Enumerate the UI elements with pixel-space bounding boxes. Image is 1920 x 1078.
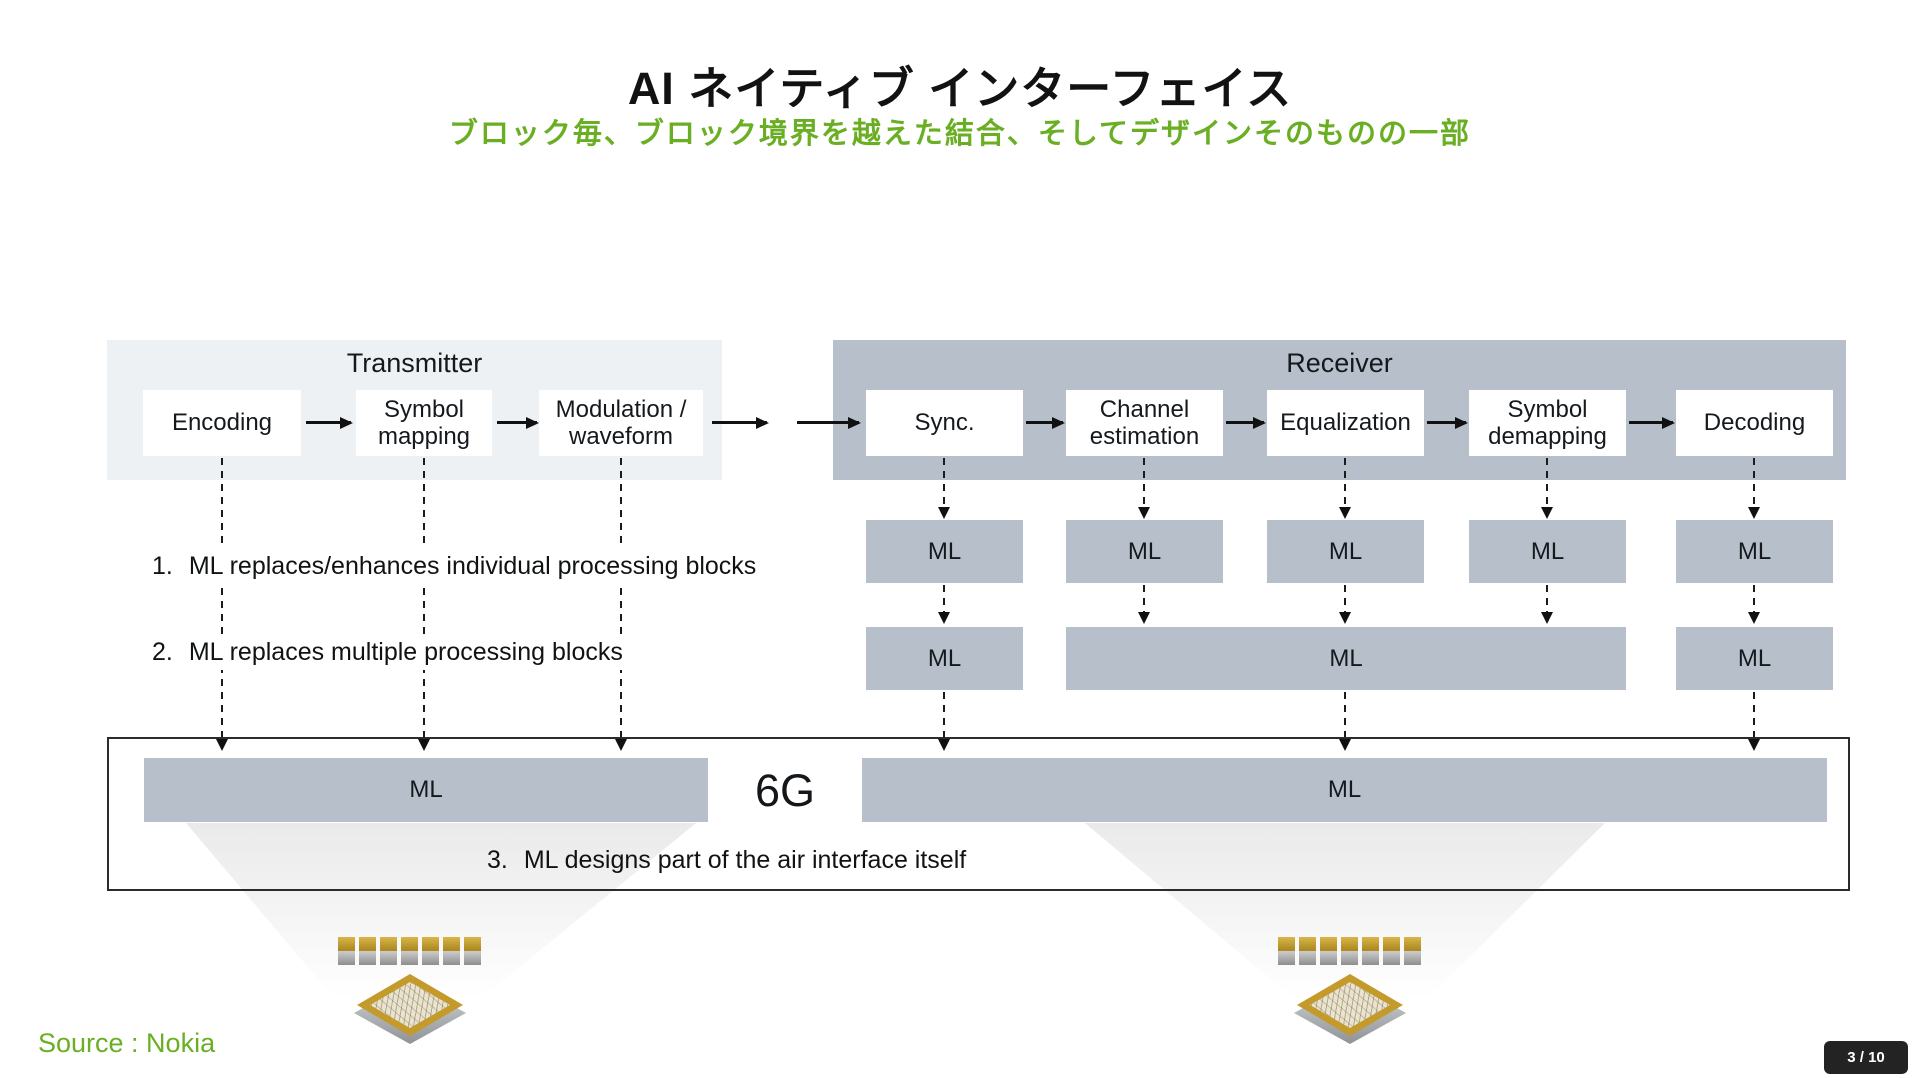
block-sync: Sync. (866, 390, 1023, 456)
annotation-2-text: ML replaces multiple processing blocks (188, 638, 623, 666)
ml-block: ML (866, 520, 1023, 583)
dashed-connector (1753, 458, 1755, 508)
annotation-3-number: 3. (487, 846, 508, 874)
block-decoding: Decoding (1676, 390, 1833, 456)
flow-arrow (712, 421, 767, 424)
flow-arrow (1226, 421, 1264, 424)
flow-arrow (497, 421, 537, 424)
memory-cell (1404, 937, 1421, 965)
memory-cell (1362, 937, 1379, 965)
block-encoding: Encoding (143, 390, 301, 456)
block-channel-estimation: Channel estimation (1066, 390, 1223, 456)
page-title: AI ネイティブ インターフェイス (627, 63, 1293, 114)
memory-cell (1299, 937, 1316, 965)
annotation-3: 3. ML designs part of the air interface i… (487, 843, 976, 878)
ml-bar-transmitter: ML (144, 758, 708, 822)
memory-cell (443, 937, 460, 965)
annotation-1: 1. ML replaces/enhances individual proces… (152, 549, 767, 584)
ml-block: ML (1267, 520, 1424, 583)
flow-arrow (1629, 421, 1673, 424)
dashed-connector (943, 458, 945, 508)
ml-block: ML (866, 627, 1023, 690)
source-label: Source : Nokia (38, 1028, 216, 1058)
dashed-connector (423, 458, 425, 740)
annotation-2-number: 2. (152, 638, 173, 666)
ml-block: ML (1676, 627, 1833, 690)
receiver-label: Receiver (1286, 348, 1393, 378)
ml-block: ML (1066, 520, 1223, 583)
dashed-connector (1344, 585, 1346, 613)
block-equalization: Equalization (1267, 390, 1424, 456)
dashed-connector (1143, 458, 1145, 508)
memory-cell (359, 937, 376, 965)
memory-cells-icon (338, 937, 481, 965)
page-indicator: 3 / 10 (1824, 1041, 1908, 1074)
flow-arrow (1026, 421, 1063, 424)
chip-icon (1294, 972, 1406, 1046)
dashed-connector (1546, 585, 1548, 613)
memory-cell (464, 937, 481, 965)
annotation-1-number: 1. (152, 552, 173, 580)
air-interface-box (107, 737, 1850, 891)
annotation-1-text: ML replaces/enhances individual processi… (188, 552, 757, 580)
memory-cell (1341, 937, 1358, 965)
dashed-connector (943, 692, 945, 740)
dashed-connector (943, 585, 945, 613)
memory-cell (1320, 937, 1337, 965)
dashed-connector (221, 458, 223, 740)
transmitter-label: Transmitter (346, 348, 483, 378)
memory-cell (422, 937, 439, 965)
memory-cell (338, 937, 355, 965)
memory-cell (401, 937, 418, 965)
six-g-label: 6G (754, 765, 816, 816)
annotation-3-text: ML designs part of the air interface its… (523, 846, 967, 874)
annotation-2: 2. ML replaces multiple processing blocks (152, 635, 633, 670)
dashed-connector (1344, 458, 1346, 508)
chip-icon (354, 972, 466, 1046)
flow-arrow (306, 421, 351, 424)
dashed-connector (620, 458, 622, 740)
flow-arrow (1427, 421, 1466, 424)
memory-cell (1383, 937, 1400, 965)
block-symbol-demapping: Symbol demapping (1469, 390, 1626, 456)
memory-cells-icon (1278, 937, 1421, 965)
dashed-connector (1546, 458, 1548, 508)
ml-block: ML (1676, 520, 1833, 583)
flow-arrow (797, 421, 859, 424)
ml-bar-receiver: ML (862, 758, 1827, 822)
memory-cell (1278, 937, 1295, 965)
block-modulation-waveform: Modulation / waveform (539, 390, 703, 456)
dashed-connector (1143, 585, 1145, 613)
page-subtitle: ブロック毎、ブロック境界を越えた結合、そしてデザインそのものの一部 (448, 118, 1472, 150)
block-symbol-mapping: Symbol mapping (356, 390, 492, 456)
dashed-connector (1753, 585, 1755, 613)
memory-cell (380, 937, 397, 965)
dashed-connector (1344, 692, 1346, 740)
dashed-connector (1753, 692, 1755, 740)
ml-block-wide: ML (1066, 627, 1626, 690)
ml-block: ML (1469, 520, 1626, 583)
